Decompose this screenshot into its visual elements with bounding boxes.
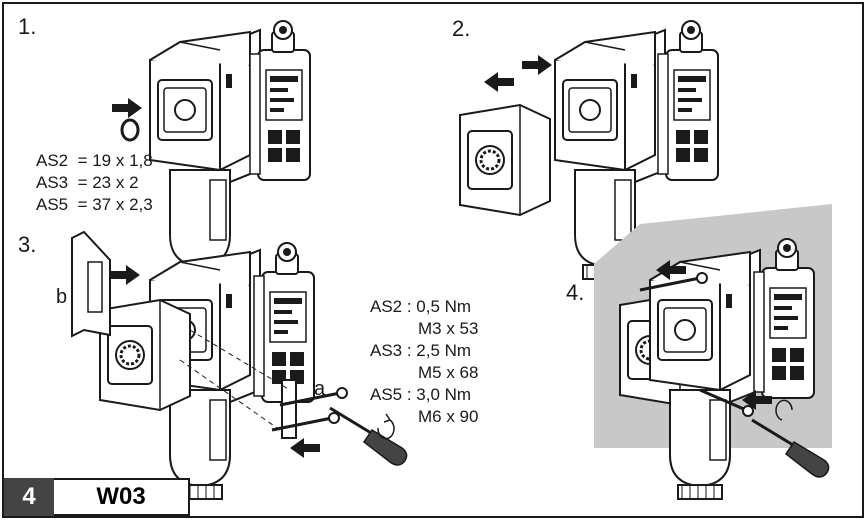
torque-spec-as3: AS3 : 2,5 Nm bbox=[370, 341, 472, 360]
panel-1-oring-install bbox=[112, 20, 311, 280]
step-number-3: 3. bbox=[18, 232, 37, 257]
torque-spec-as2: AS2 : 0,5 Nm bbox=[370, 297, 472, 316]
oring-spec-as5: AS5 = 37 x 2,3 bbox=[36, 195, 153, 214]
step-number-2: 2. bbox=[452, 16, 471, 41]
step-number-1: 1. bbox=[18, 14, 37, 39]
oring-spec-as2: AS2 = 19 x 1,8 bbox=[36, 151, 153, 170]
screw-spec-as2: M3 x 53 bbox=[418, 319, 479, 338]
panel-4-wall-mount bbox=[594, 204, 832, 500]
screw-spec-as3: M5 x 68 bbox=[418, 363, 479, 382]
oring-spec-as3: AS3 = 23 x 2 bbox=[36, 173, 139, 192]
document-code: W03 bbox=[54, 478, 190, 516]
panel-3-mounting-bracket bbox=[71, 230, 409, 500]
step-number-4: 4. bbox=[566, 280, 585, 305]
callout-b: b bbox=[56, 286, 68, 308]
callout-a: a bbox=[314, 378, 326, 400]
page-number: 4 bbox=[4, 478, 54, 516]
torque-spec-as5: AS5 : 3,0 Nm bbox=[370, 385, 472, 404]
screw-spec-as5: M6 x 90 bbox=[418, 407, 479, 426]
